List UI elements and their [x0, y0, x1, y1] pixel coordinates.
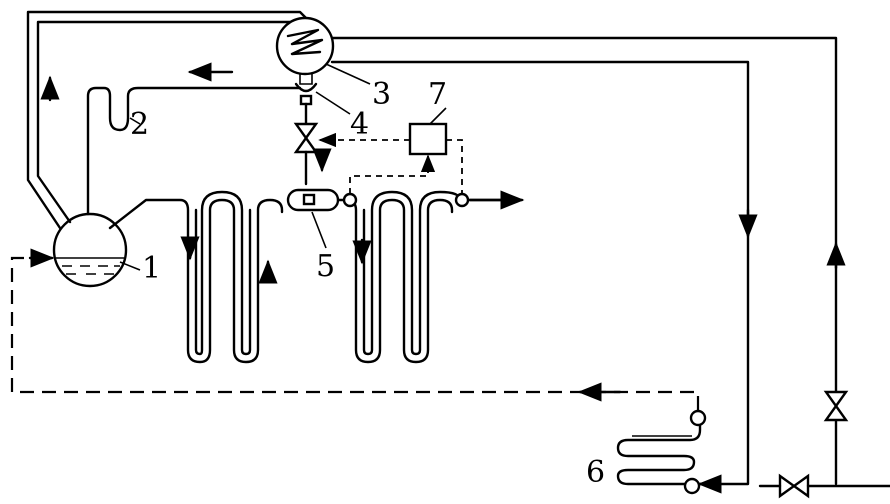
coil-bank-primary [108, 190, 284, 364]
coil-bank-secondary [336, 190, 525, 364]
label-6: 6 [586, 455, 605, 490]
valve-horizontal-bottom [758, 473, 890, 499]
steam-line [86, 62, 302, 216]
valve-vertical-right [823, 390, 849, 422]
attemperator-5 [286, 188, 340, 249]
feedwater-return-line [10, 248, 700, 410]
superheater-3 [275, 16, 371, 85]
right-steam-pipes [330, 36, 846, 494]
economizer-6 [616, 409, 707, 495]
label-1: 1 [142, 251, 161, 286]
control-valve-vertical [293, 122, 332, 186]
fitting-4 [294, 82, 351, 126]
label-5: 5 [316, 249, 335, 284]
label-3: 3 [372, 77, 391, 112]
label-2: 2 [130, 107, 149, 142]
riser-pipe [26, 10, 316, 230]
steam-drum [52, 212, 141, 288]
controller-7 [318, 107, 463, 194]
label-4: 4 [350, 107, 369, 142]
label-7: 7 [428, 77, 447, 112]
